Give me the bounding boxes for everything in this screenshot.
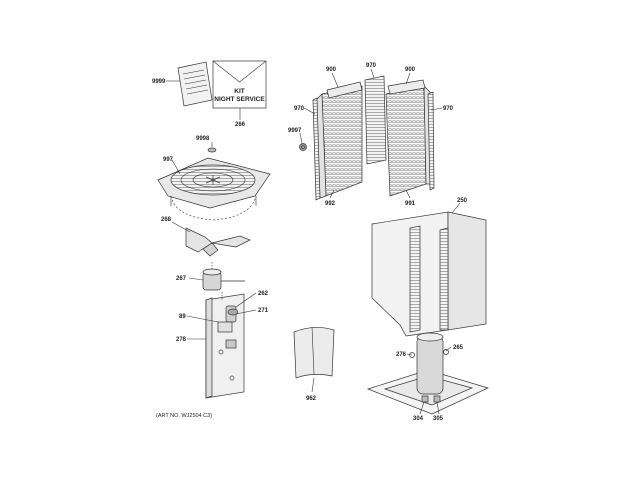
callout-992: 992 [325,201,336,207]
callout-991: 991 [405,201,416,207]
callout-271: 271 [258,308,269,314]
callout-278: 278 [176,337,187,343]
callout-262: 262 [258,291,269,297]
callout-997: 997 [163,157,174,163]
corner-panel [293,326,335,379]
edge-strip-left [312,97,321,201]
side-panel-right [387,79,426,95]
manual-booklet [177,61,213,107]
callout-9999: 9999 [152,79,166,85]
right-coil-panel [385,85,431,197]
side-panel-left [326,81,363,99]
callout-900-right: 900 [405,67,416,73]
callout-305: 305 [433,416,444,422]
fan-blade [185,227,251,257]
compressor [409,332,449,403]
callout-304: 304 [413,416,424,422]
left-coil-panel [315,85,363,199]
center-grille-strip [364,75,387,165]
night-service-kit-envelope: KIT NIGHT SERVICE [212,60,267,109]
callout-89: 89 [179,314,186,320]
callout-labels: 9999 266 9998 997 268 267 262 89 271 278… [152,63,468,422]
callout-962: 962 [306,396,317,402]
fan-motor [202,262,245,291]
leader-lines [166,68,461,415]
callout-276: 276 [396,352,407,358]
top-grille-assembly [157,157,271,221]
callout-266: 266 [235,122,246,128]
callout-900-left: 900 [326,67,337,73]
callout-267: 267 [176,276,187,282]
callout-970-right: 970 [443,106,454,112]
callout-250: 250 [457,198,468,204]
callout-9998: 9998 [196,136,210,142]
edge-strip-right [427,91,435,191]
callout-9997: 9997 [288,128,302,134]
kit-label-line2: NIGHT SERVICE [214,96,265,103]
control-panel [205,292,245,399]
callout-265: 265 [453,345,464,351]
callout-268: 268 [161,217,172,223]
mounting-bolt [299,143,307,151]
cabinet-wrap [371,211,487,337]
kit-label-line1: KIT [234,88,245,95]
screw-part [207,147,217,153]
callout-970-center: 970 [366,63,377,69]
art-number: (ART NO. WJ2504 C3) [156,413,212,419]
callout-970-left: 970 [294,106,305,112]
